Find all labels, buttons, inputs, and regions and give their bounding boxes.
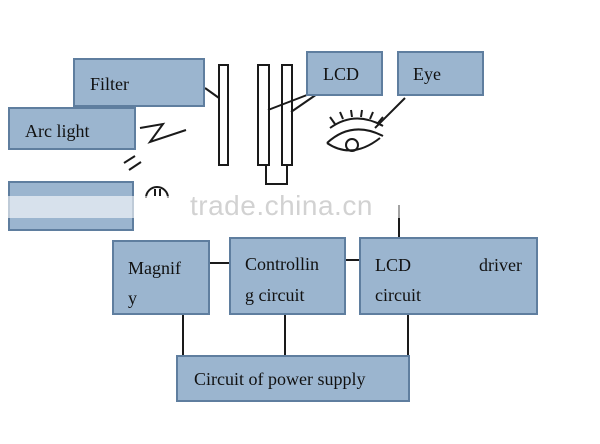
magnify-label-line2: y: [128, 288, 137, 308]
lcd-driver-circuit-box: LCD driver circuit: [359, 237, 538, 315]
filter-leader-line: [204, 87, 220, 99]
controlling-circuit-box: Controllin g circuit: [229, 237, 346, 315]
magnify-box: Magnif y: [112, 240, 210, 315]
filter-label: Filter: [90, 74, 129, 94]
lcd-label: LCD: [323, 64, 359, 84]
lcd-label-box: LCD: [306, 51, 383, 96]
watermark-band: [0, 196, 600, 218]
controlling-label-line2: g circuit: [245, 285, 305, 305]
filter-plate: [218, 64, 229, 166]
arc-zigzag: [139, 122, 187, 144]
eye-icon: [326, 109, 384, 152]
arc-light-label: Arc light: [25, 121, 90, 141]
lcd-plate-right: [281, 64, 293, 166]
lcd-connector: [265, 165, 288, 185]
eye-label-box: Eye: [397, 51, 484, 96]
light-ray-1: [123, 155, 136, 164]
lamp-bulb: [145, 186, 169, 199]
lcd-plate-left: [257, 64, 270, 166]
filter-label-box: Filter: [73, 58, 205, 107]
power-supply-label: Circuit of power supply: [194, 369, 366, 389]
lcd-driver-label-word2: driver: [479, 255, 522, 275]
lcd-driver-label-line2: circuit: [375, 285, 421, 305]
light-ray-2: [128, 161, 142, 171]
lcd-driver-label-word1: LCD: [375, 255, 411, 275]
arc-light-label-box: Arc light: [8, 107, 136, 150]
controlling-label-line1: Controllin: [245, 254, 320, 274]
power-supply-box: Circuit of power supply: [176, 355, 410, 402]
eye-label: Eye: [413, 64, 441, 84]
magnify-label-line1: Magnif: [128, 258, 181, 278]
watermark-text: trade.china.cn: [190, 190, 373, 221]
eye-leader-line: [374, 97, 406, 129]
